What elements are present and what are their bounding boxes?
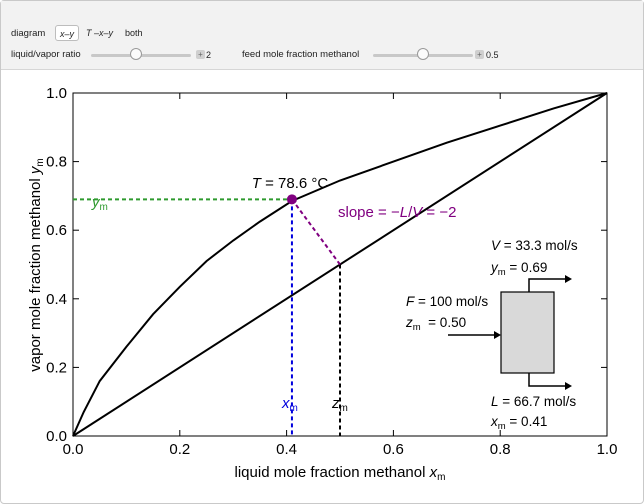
x-tick-label: 0.6 xyxy=(383,441,404,458)
setter-txy[interactable]: T –x–y xyxy=(86,28,114,38)
vapor-composition-label: ym = 0.69 xyxy=(490,260,547,278)
zm-label: zm xyxy=(331,395,348,414)
y-tick-label: 0.0 xyxy=(46,428,67,445)
x-tick-label: 1.0 xyxy=(597,441,618,458)
liquid-flow-label: L = 66.7 mol/s xyxy=(491,394,576,409)
vapor-flow-label: V = 33.3 mol/s xyxy=(491,238,578,253)
operating-point[interactable] xyxy=(286,194,297,205)
setter-xy[interactable]: x–y xyxy=(55,25,80,41)
y-tick-label: 1.0 xyxy=(46,85,67,102)
lv-ratio-value: 2 xyxy=(206,50,212,60)
x-tick-label: 0.4 xyxy=(276,441,297,458)
diagram-label: diagram xyxy=(11,28,46,39)
feed-flow-label: F = 100 mol/s xyxy=(406,294,488,309)
x-axis-label: liquid mole fraction methanol xm xyxy=(235,464,446,483)
x-tick-label: 0.8 xyxy=(490,441,511,458)
feed-expand-icon[interactable]: + xyxy=(475,50,484,59)
feed-slider-thumb[interactable] xyxy=(417,48,429,60)
y-axis-label: vapor mole fraction methanol ym xyxy=(27,158,46,371)
vapor-arrowhead-icon xyxy=(565,275,572,283)
flash-drum-schematic: V = 33.3 mol/s ym = 0.69 F = 100 mol/s z… xyxy=(405,238,578,432)
ym-label: ym xyxy=(91,194,108,213)
y-tick-label: 0.8 xyxy=(46,154,67,171)
xm-label: xm xyxy=(281,395,298,414)
x-tick-label: 0.0 xyxy=(63,441,84,458)
control-panel: diagram x–y T –x–y both liquid/vapor rat… xyxy=(1,1,643,70)
liquid-arrowhead-icon xyxy=(565,382,572,390)
temperature-label: T = 78.6 °C xyxy=(252,175,329,192)
y-tick-label: 0.6 xyxy=(46,222,67,239)
equilibrium-curve xyxy=(72,92,608,437)
flash-drum xyxy=(500,291,555,374)
y-tick-label: 0.4 xyxy=(46,291,67,308)
lv-ratio-label: liquid/vapor ratio xyxy=(11,49,81,60)
feed-value: 0.5 xyxy=(486,50,499,60)
y-tick-label: 0.2 xyxy=(46,359,67,376)
setter-both[interactable]: both xyxy=(125,28,143,38)
feed-arrowhead-icon xyxy=(494,331,501,339)
x-tick-label: 0.2 xyxy=(169,441,190,458)
slope-label: slope = −L/V = −2 xyxy=(338,204,456,221)
vapor-outlet-arrow xyxy=(528,278,565,292)
feed-composition-label: zm = 0.50 xyxy=(405,315,466,333)
lv-ratio-slider-thumb[interactable] xyxy=(130,48,142,60)
operating-line xyxy=(291,198,341,266)
liquid-outlet-arrow xyxy=(528,373,565,387)
liquid-composition-label: xm = 0.41 xyxy=(490,414,547,432)
feed-label: feed mole fraction methanol xyxy=(242,49,360,60)
lv-ratio-expand-icon[interactable]: + xyxy=(196,50,205,59)
